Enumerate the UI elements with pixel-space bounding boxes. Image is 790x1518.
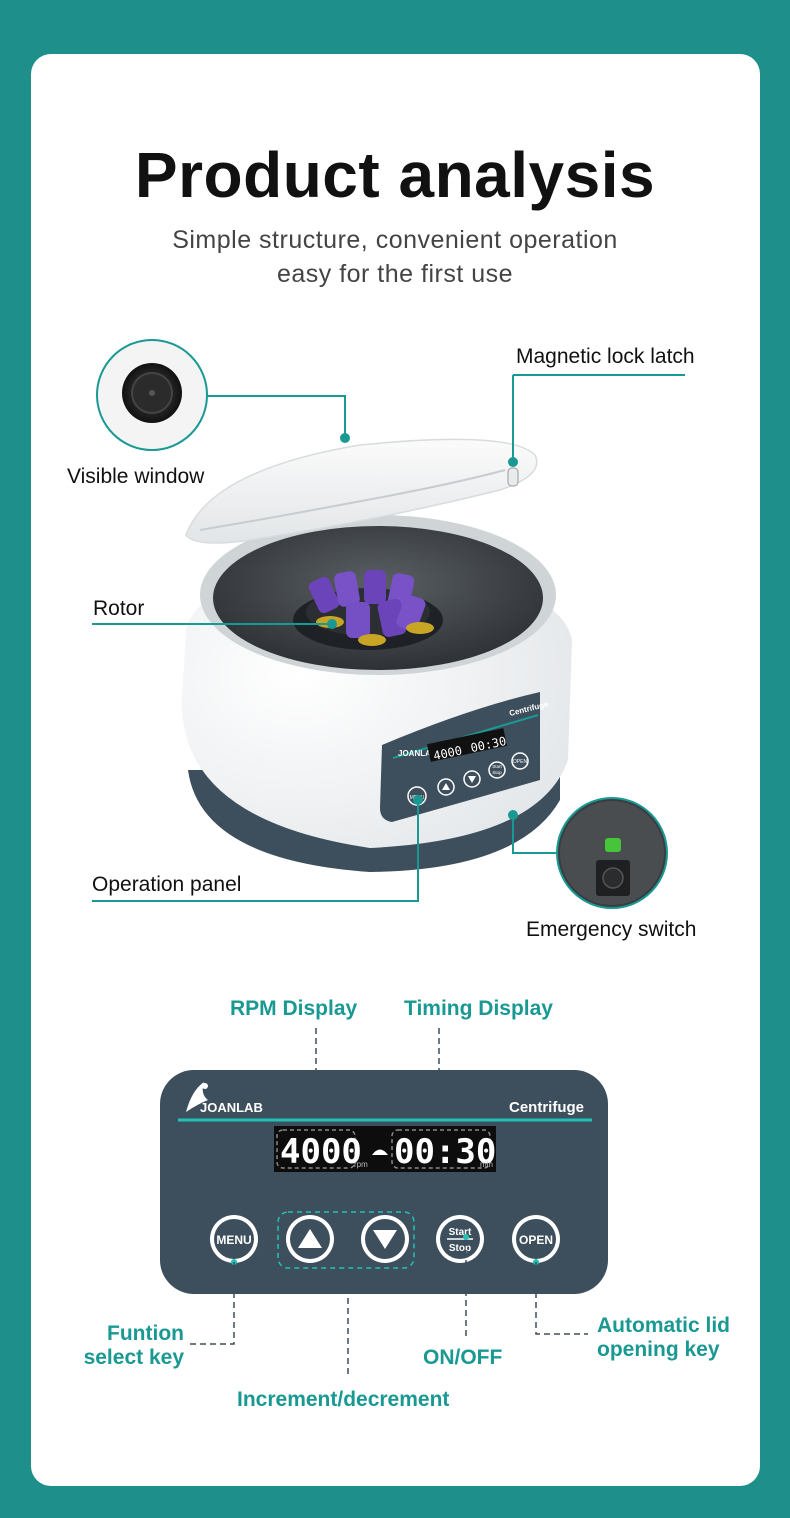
mini-panel-rpm: 4000: [432, 743, 463, 763]
increment-button[interactable]: [286, 1215, 334, 1263]
start-label: Start: [449, 1227, 472, 1238]
operation-panel-dot: [413, 795, 423, 805]
emergency-leader: [512, 815, 557, 854]
visible-window-dot: [340, 433, 350, 443]
centrifuge-lid: [185, 438, 538, 544]
page-title: Product analysis: [134, 139, 656, 211]
visible-window-zoom: [96, 339, 208, 451]
auto-lid-label-line1: Automatic lid: [597, 1314, 731, 1337]
latch-dot: [508, 457, 518, 467]
operation-panel-label: Operation panel: [92, 873, 242, 896]
rpm-display-label: RPM Display: [230, 997, 358, 1020]
panel-brand: JOANLAB: [200, 1100, 263, 1115]
visible-window-leader: [207, 395, 346, 438]
menu-button[interactable]: MENU: [210, 1215, 258, 1263]
decrement-button[interactable]: [361, 1215, 409, 1263]
stop-label: Stop: [449, 1243, 471, 1254]
open-button-label: OPEN: [519, 1233, 553, 1247]
lcd-display: [274, 1126, 496, 1172]
time-unit: min: [480, 1160, 493, 1169]
page-subtitle-line1: Simple structure, convenient operation: [172, 226, 618, 254]
operation-panel-leader: [92, 800, 419, 902]
mini-operation-panel: JOANLAB Centrifuge 4000 00:30 MENU Start…: [380, 692, 550, 822]
centrifuge-illustration: JOANLAB Centrifuge 4000 00:30 MENU Start…: [92, 339, 685, 909]
open-button[interactable]: OPEN: [512, 1215, 560, 1263]
start-stop-button[interactable]: Start Stop: [436, 1215, 484, 1263]
magnetic-lock-latch-label: Magnetic lock latch: [516, 345, 695, 368]
rotor-tubes: [308, 570, 434, 646]
on-off-label: ON/OFF: [423, 1346, 503, 1369]
control-panel-diagram: JOANLAB Centrifuge 4000 rpm 00:30 min ME…: [160, 1028, 608, 1374]
rpm-value: 4000: [280, 1132, 362, 1172]
function-select-label-line2: select key: [83, 1346, 184, 1369]
menu-button-label: MENU: [216, 1233, 251, 1247]
mini-start-label: Start: [492, 764, 502, 769]
page-subtitle-line2: easy for the first use: [276, 260, 514, 288]
emergency-switch-label: Emergency switch: [526, 918, 697, 941]
rotor-label: Rotor: [93, 597, 145, 620]
emergency-switch-zoom: [556, 797, 668, 909]
visible-window-label: Visible window: [67, 465, 205, 488]
rotor-dot: [327, 619, 337, 629]
arrow-down-icon: [373, 1230, 397, 1249]
increment-decrement-label: Increment/decrement: [237, 1388, 450, 1411]
auto-lid-label-line2: opening key: [597, 1338, 720, 1361]
panel-model: Centrifuge: [509, 1099, 584, 1116]
function-select-label-line1: Funtion: [107, 1322, 184, 1345]
rpm-unit: rpm: [354, 1160, 368, 1169]
timing-display-label: Timing Display: [404, 997, 553, 1020]
mini-open-label: OPEN: [513, 759, 528, 765]
time-value: 00:30: [394, 1132, 496, 1172]
mini-stop-label: Stop: [492, 770, 502, 775]
mini-panel-brand: JOANLAB: [398, 749, 437, 758]
spin-indicator-icon: [372, 1149, 388, 1155]
emergency-dot: [508, 810, 518, 820]
brand-logo-icon: [186, 1082, 208, 1112]
arrow-up-icon: [298, 1229, 322, 1248]
